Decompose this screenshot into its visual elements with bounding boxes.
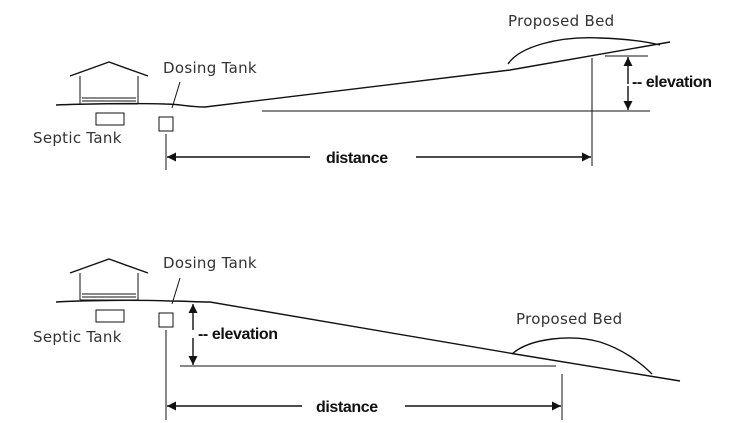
house-icon — [69, 61, 149, 105]
diagram-downhill: Dosing Tank Septic Tank Proposed Bed -- … — [33, 254, 681, 420]
house-icon — [69, 258, 149, 301]
septic-tank-box — [95, 309, 125, 323]
dosing-tank-leader — [171, 277, 181, 305]
proposed-bed-label: Proposed Bed — [516, 310, 622, 328]
distance-label: distance — [326, 150, 388, 167]
elevation-label: -- elevation — [632, 74, 712, 91]
dosing-tank-label: Dosing Tank — [163, 254, 257, 272]
proposed-bed-mound — [511, 337, 653, 375]
ground-line — [55, 299, 681, 382]
dosing-tank-box — [158, 312, 174, 328]
septic-tank-label: Septic Tank — [33, 328, 122, 346]
dosing-tank-label: Dosing Tank — [163, 59, 257, 77]
septic-tank-label: Septic Tank — [33, 129, 122, 147]
proposed-bed-mound — [507, 37, 661, 65]
dosing-tank-box — [158, 116, 174, 132]
elevation-label: -- elevation — [198, 326, 278, 343]
septic-tank-box — [95, 112, 125, 126]
dosing-tank-leader — [171, 81, 181, 109]
diagram-uphill: Dosing Tank Septic Tank Proposed Bed -- … — [33, 12, 712, 170]
ground-line — [55, 41, 671, 108]
proposed-bed-label: Proposed Bed — [508, 12, 614, 30]
distance-label: distance — [316, 399, 378, 416]
